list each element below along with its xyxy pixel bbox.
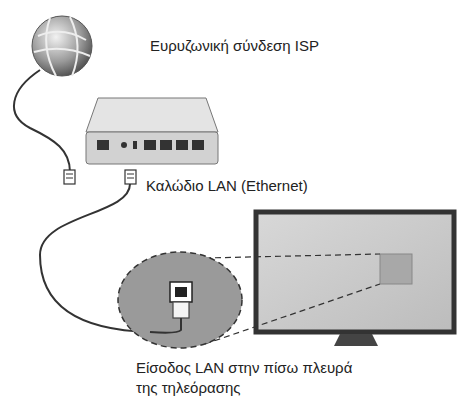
- ethernet-plugs: [64, 170, 136, 184]
- zoom-line: [205, 254, 380, 258]
- television: [256, 212, 454, 346]
- port-callout: Είσοδος LAN στην πίσω πλευρά της τηλεόρα…: [136, 358, 368, 397]
- callout-label: Καλώδιο LAN (Ethernet): [146, 176, 308, 196]
- internet-globe: [32, 16, 92, 76]
- zoom-detail: [118, 252, 242, 348]
- callout-label: Ευρυζωνική σύνδεση ISP: [150, 36, 319, 56]
- router: [86, 98, 218, 164]
- isp-cable: [14, 70, 70, 172]
